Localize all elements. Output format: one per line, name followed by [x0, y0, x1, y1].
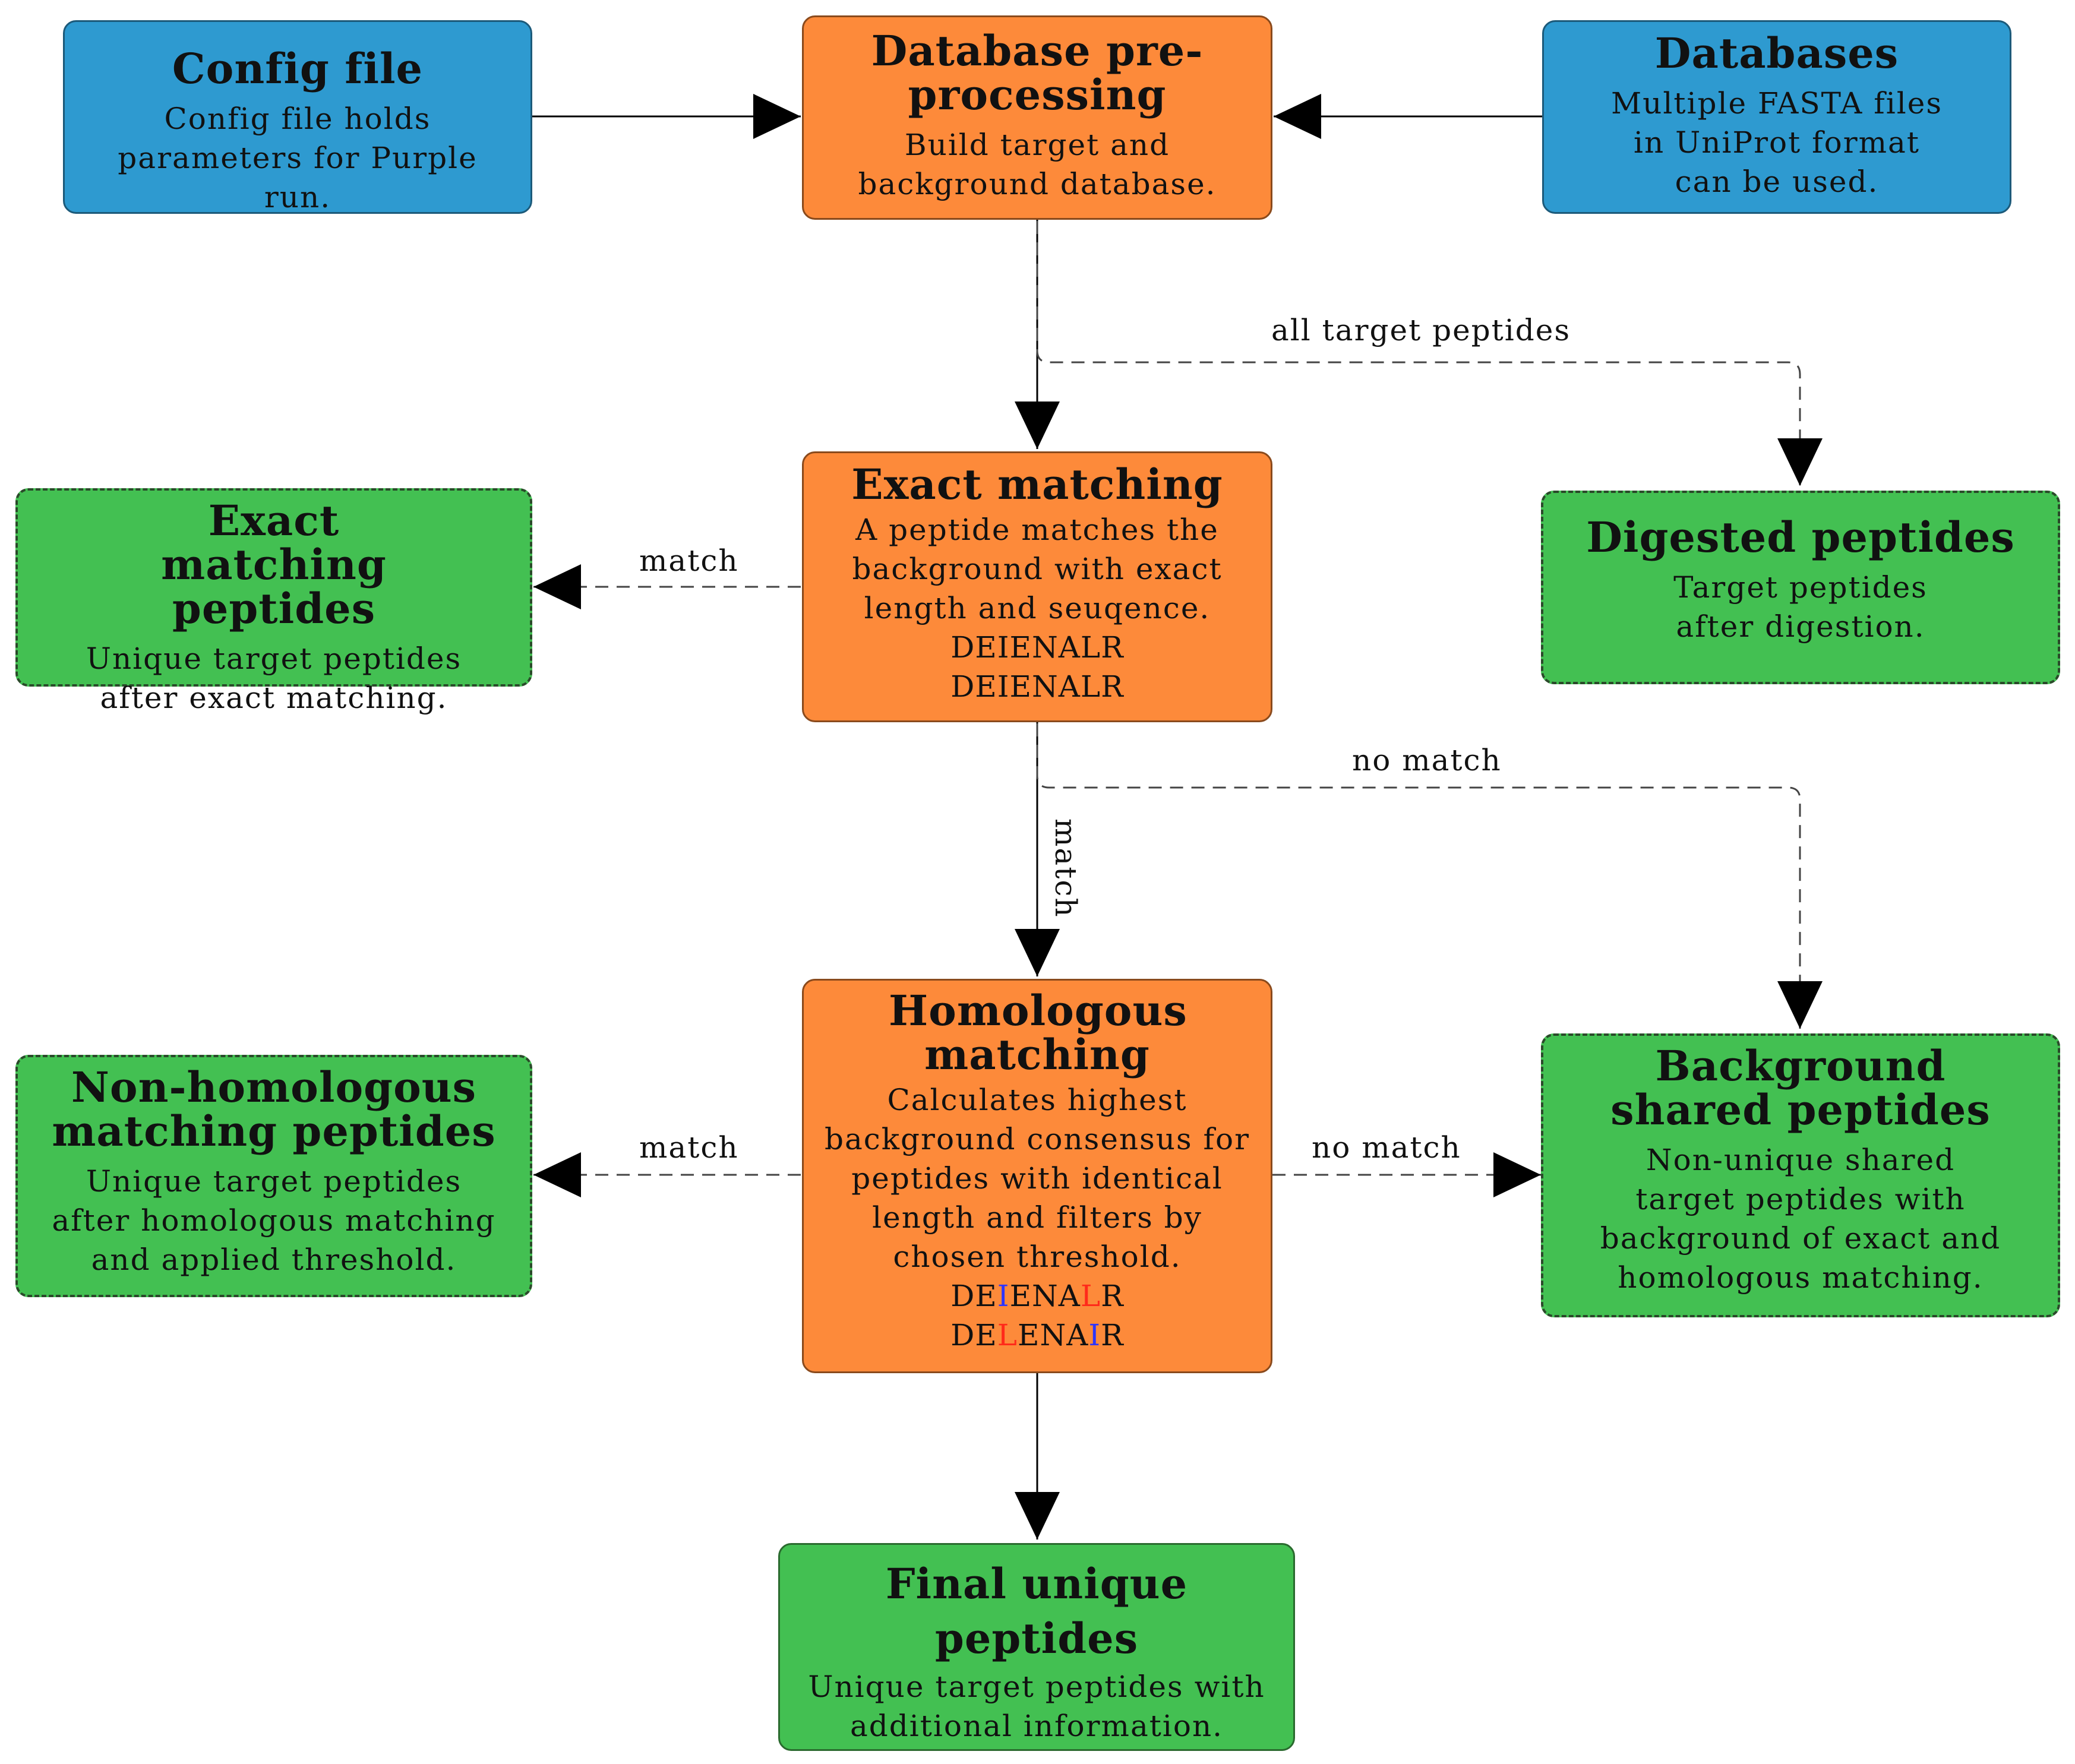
sequence-1-prefix: DE	[950, 1279, 997, 1313]
highlight-letter-L: L	[1080, 1279, 1101, 1313]
sequence-2: DEIENALR	[950, 669, 1124, 704]
node-desc: A peptide matches the background with ex…	[852, 513, 1223, 625]
edge-dbpre-to-digested	[1036, 221, 1823, 486]
node-desc: Unique target peptides after exact match…	[86, 641, 462, 715]
node-databases: Databases Multiple FASTA files in UniPro…	[1542, 20, 2011, 214]
label-exact-match-left: match	[639, 543, 739, 578]
node-title: Exact matching peptides	[161, 496, 387, 633]
sequence-1-suffix: R	[1101, 1279, 1124, 1313]
sequence-2: DELENAIR	[950, 1316, 1124, 1355]
node-desc: Calculates highest background consensus …	[824, 1083, 1250, 1274]
node-desc: Unique target peptides after homologous …	[52, 1164, 496, 1277]
sequence-1: DEIENALR	[950, 630, 1124, 665]
node-title: Non-homologous matching peptides	[52, 1063, 496, 1156]
node-desc: Multiple FASTA files in UniProt format c…	[1610, 86, 1943, 199]
node-homologous-matching: Homologous matching Calculates highest b…	[802, 979, 1272, 1373]
node-database-preprocessing: Database pre-processing Build target and…	[802, 15, 1272, 220]
label-exact-match-down: match	[1048, 818, 1083, 918]
sequence-2-middle: ENA	[1018, 1318, 1089, 1352]
highlight-letter-L: L	[997, 1318, 1018, 1352]
node-exact-matching: Exact matching A peptide matches the bac…	[802, 451, 1272, 722]
highlight-letter-I: I	[1088, 1318, 1101, 1352]
node-digested-peptides: Digested peptides Target peptides after …	[1541, 491, 2060, 684]
node-desc: Build target and background database.	[858, 128, 1217, 201]
node-exact-matching-peptides: Exact matching peptides Unique target pe…	[15, 488, 532, 715]
node-config-file: Config file Config file holds parameters…	[63, 20, 532, 214]
node-desc: Config file holds parameters for Purple …	[118, 102, 478, 214]
label-exact-no-match: no match	[1352, 743, 1502, 777]
node-title: Homologous matching	[889, 986, 1187, 1079]
node-title: Exact matching	[851, 460, 1223, 509]
highlight-letter-I: I	[997, 1279, 1010, 1313]
node-title: Database pre-processing	[871, 26, 1204, 119]
node-title: Background shared peptides	[1610, 1041, 1991, 1134]
label-homologous-no-match: no match	[1312, 1130, 1461, 1165]
sequence-2-suffix: R	[1101, 1318, 1124, 1352]
node-title: Config file	[172, 44, 424, 93]
sequence-1: DEIENALR	[950, 1276, 1124, 1316]
node-non-homologous-matching-peptides: Non-homologous matching peptides Unique …	[15, 1055, 532, 1297]
node-background-shared-peptides: Background shared peptides Non-unique sh…	[1541, 1033, 2060, 1317]
node-desc: Unique target peptides with additional i…	[808, 1670, 1265, 1743]
node-title: Databases	[1654, 29, 1899, 78]
sequence-2-prefix: DE	[950, 1318, 997, 1352]
edge-exact-to-background	[1036, 723, 1823, 1029]
node-title: Final unique peptides	[885, 1559, 1188, 1663]
label-all-target-peptides: all target peptides	[1271, 313, 1571, 347]
node-desc: Target peptides after digestion.	[1673, 570, 1928, 644]
sequence-1-middle: ENA	[1009, 1279, 1081, 1313]
node-desc: Non-unique shared target peptides with b…	[1600, 1143, 2001, 1295]
node-final-unique-peptides: Final unique peptides Unique target pept…	[778, 1543, 1295, 1751]
node-title: Digested peptides	[1586, 513, 2015, 562]
label-homologous-match-left: match	[639, 1130, 739, 1165]
